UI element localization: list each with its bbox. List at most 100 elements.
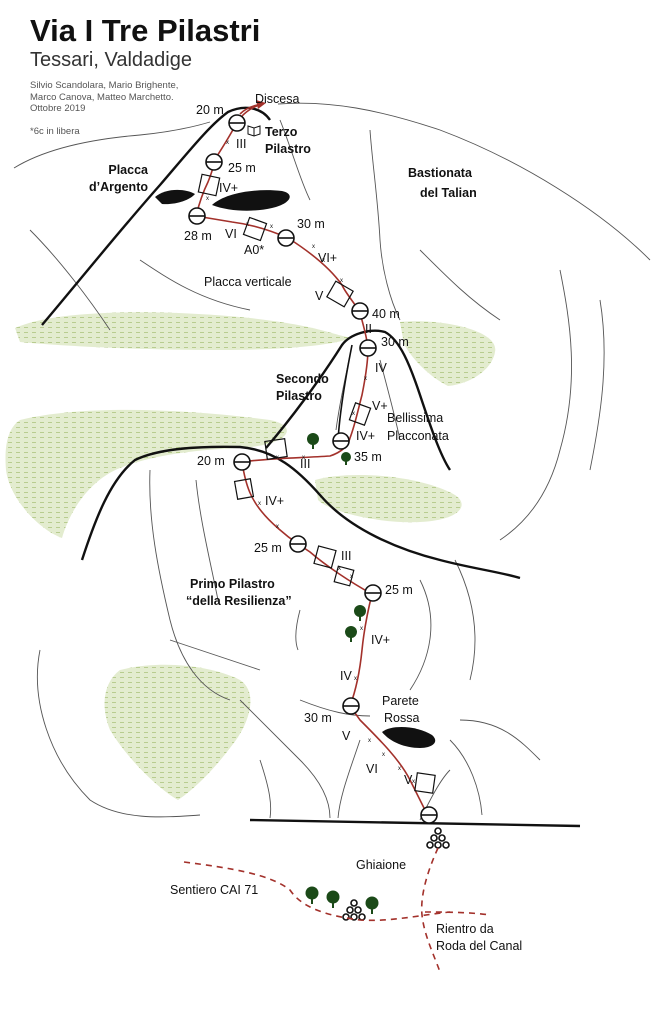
ghiaione-label: Ghiaione (356, 858, 406, 872)
vegetation-patches (5, 312, 496, 800)
pitch-grade: VI+ (318, 251, 337, 265)
rock-contours (13, 102, 651, 821)
sentiero-label: Sentiero CAI 71 (170, 883, 258, 897)
tree-icon (305, 886, 319, 904)
belay-station (364, 584, 382, 602)
belay-station (228, 114, 246, 132)
tree-icon (354, 605, 366, 621)
bolt: x (276, 524, 279, 530)
belay-station (205, 153, 223, 171)
pitch-grade: IV+ (265, 494, 284, 508)
area-label-placca-verticale: Placca verticale (204, 275, 292, 289)
scree-icon (342, 899, 366, 921)
belay-length: 20 m (196, 103, 224, 117)
primo-pilastro-ridge (80, 445, 521, 580)
crux-box (197, 173, 221, 197)
pitch-grade: IV+ (356, 429, 375, 443)
route-line (195, 103, 429, 817)
pitch-grade: III (236, 137, 246, 151)
credit-line: Marco Canova, Matteo Marchetto. (30, 91, 174, 103)
bolt: x (206, 196, 209, 202)
belay-station (342, 697, 360, 715)
credit-line: Silvio Scandolara, Mario Brighente, (30, 80, 179, 91)
secondo-inner-ridge (337, 344, 353, 441)
descent-arrow (239, 100, 266, 115)
rock-line (149, 469, 231, 701)
bolt: x (368, 738, 371, 744)
first-ascent-credits: Silvio Scandolara, Mario Brighente, Marc… (30, 80, 430, 115)
route-location: Tessari, Valdadige (30, 49, 192, 71)
grass-patch (15, 312, 352, 350)
terzo-pilastro-ridge (41, 106, 271, 326)
belay-station (188, 207, 206, 225)
pitch-grade: II (365, 322, 372, 336)
route-title: Via I Tre Pilastri (30, 13, 261, 48)
rock-line (369, 129, 401, 321)
bolt: x (258, 501, 261, 507)
rock-line (299, 699, 371, 717)
rock-line (337, 739, 361, 819)
rock-line (29, 229, 111, 331)
bolt: x (302, 455, 305, 461)
roof-features (155, 189, 436, 748)
crux-box (233, 478, 255, 500)
belay-length: 20 m (197, 454, 225, 468)
secondo-pilastro-ridge (265, 329, 451, 471)
belay-length: 35 m (354, 450, 382, 464)
scree-icon (426, 827, 450, 849)
rock-line (295, 609, 301, 651)
pitch-grade: V (342, 729, 351, 743)
bolt: x (340, 278, 343, 284)
rock-line (379, 359, 401, 441)
rock-line (454, 559, 476, 681)
pitch-grade: III (300, 457, 310, 471)
crux-box (326, 280, 354, 308)
belay-labels: 20 m 25 m 28 m 30 m 40 m 30 m 35 m 20 m … (184, 103, 413, 725)
sentiero-path (183, 861, 451, 922)
rock-line (139, 259, 251, 311)
pitch-grade: V (315, 289, 324, 303)
credit-date: Ottobre 2019 (30, 103, 86, 114)
rock-line (277, 102, 651, 261)
rock-line (449, 739, 483, 816)
approach-paths (183, 847, 491, 973)
belay-station (420, 806, 438, 824)
belay-stations (188, 114, 438, 824)
pitch-grade: IV (375, 361, 387, 375)
crux-box (242, 216, 268, 242)
rock-line (169, 639, 261, 671)
grass-patch (400, 321, 496, 386)
rock-line (279, 119, 311, 201)
crux-boxes (197, 173, 436, 794)
misc-labels: Discesa Ghiaione Sentiero CAI 71 Rientro… (170, 92, 522, 953)
grass-patch (5, 409, 287, 538)
bolt: x (226, 140, 229, 146)
belay-length: 40 m (372, 307, 400, 321)
belay-length: 25 m (385, 583, 413, 597)
crux-box (414, 772, 436, 794)
bolt: x (398, 766, 401, 772)
bolt: x (354, 676, 357, 682)
rientro-path (424, 911, 491, 916)
rock-line (459, 719, 541, 761)
ghiaione-path (420, 847, 441, 973)
pillar-outlines (41, 106, 581, 828)
roof-right (212, 190, 290, 211)
rock-line (419, 249, 501, 321)
summit-book-icon (247, 125, 261, 137)
belay-station (351, 302, 369, 320)
bolt: x (364, 376, 367, 382)
pitch-grade: V+ (372, 399, 388, 413)
belay-station (233, 453, 251, 471)
grade-note: *6c in libera (30, 125, 80, 137)
belay-length: 30 m (297, 217, 325, 231)
rock-line (409, 579, 432, 691)
scree-icons (342, 827, 450, 921)
belay-length: 28 m (184, 229, 212, 243)
